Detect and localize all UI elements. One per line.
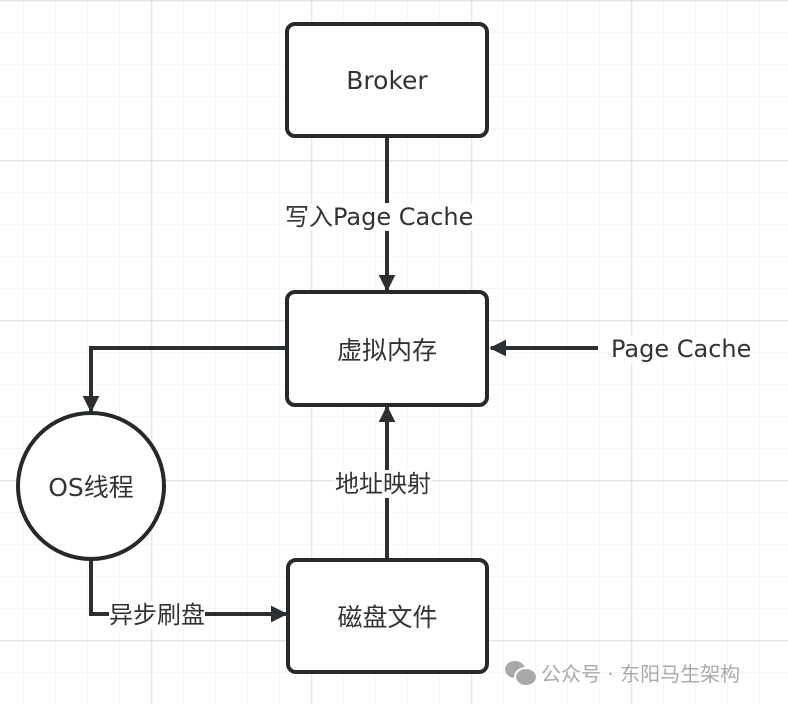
edge-vm-to-os-thread [82, 346, 288, 413]
wechat-icon [505, 660, 538, 687]
edge-label-async-flush: 异步刷盘 [109, 601, 205, 629]
edge-label-page-cache: Page Cache [611, 335, 752, 363]
watermark-text: 公众号 · 东阳马生架构 [541, 662, 741, 686]
node-disk-file: 磁盘文件 [286, 558, 489, 674]
node-os-thread-label: OS线程 [48, 473, 134, 502]
node-disk-file-label: 磁盘文件 [337, 603, 438, 632]
node-virtual-memory: 虚拟内存 [285, 290, 489, 407]
node-virtual-memory-label: 虚拟内存 [336, 335, 437, 365]
node-broker-label: Broker [346, 65, 428, 95]
node-broker: Broker [285, 22, 489, 138]
edge-os-thread-to-disk [89, 560, 288, 623]
edge-label-address-mapping: 地址映射 [335, 470, 431, 498]
watermark: 公众号 · 东阳马生架构 [505, 658, 740, 687]
edge-label-write-page-cache: 写入Page Cache [285, 203, 474, 231]
node-os-thread: OS线程 [16, 411, 166, 561]
